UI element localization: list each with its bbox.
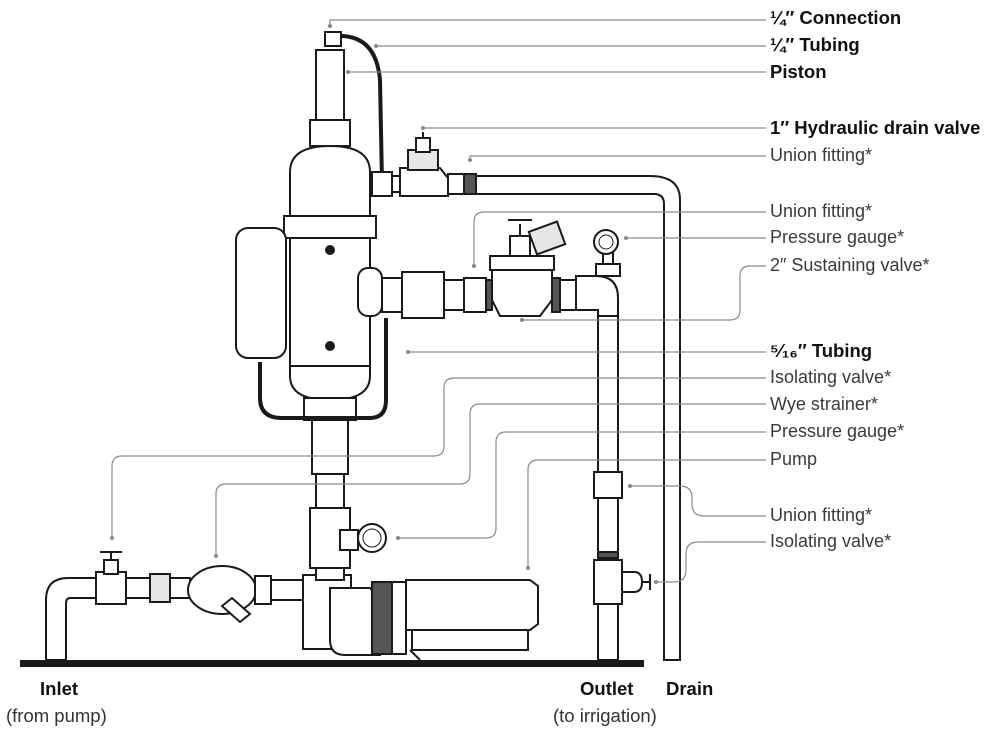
label-pressure-gauge-1: Pressure gauge* bbox=[770, 227, 905, 247]
inlet-pipe bbox=[45, 571, 191, 661]
wye-strainer-body bbox=[187, 565, 306, 624]
inlet-label: Inlet bbox=[40, 678, 79, 699]
outlet-manifold bbox=[381, 219, 619, 319]
inlet-isolating-valve bbox=[100, 551, 122, 575]
riser-pipe bbox=[309, 419, 387, 581]
label-five-sixteenths-tubing: ⁵⁄₁₆″ Tubing bbox=[770, 340, 873, 361]
label-pump: Pump bbox=[770, 449, 818, 469]
label-piston: Piston bbox=[770, 61, 827, 82]
drain-label: Drain bbox=[666, 678, 714, 699]
filter-tank bbox=[235, 49, 383, 421]
label-quarter-inch-tubing: ¼″ Tubing bbox=[770, 34, 860, 55]
leader-lines bbox=[110, 19, 766, 584]
outlet-sub-label: (to irrigation) bbox=[553, 705, 657, 726]
label-isolating-valve-1: Isolating valve* bbox=[770, 367, 892, 387]
pump-body bbox=[302, 574, 539, 661]
ground-line bbox=[20, 660, 644, 667]
label-union-fitting-3: Union fitting* bbox=[770, 505, 873, 525]
outlet-label: Outlet bbox=[580, 678, 634, 699]
outlet-pipe bbox=[593, 315, 651, 661]
drain-pipe bbox=[475, 175, 681, 661]
outlet-pressure-gauge bbox=[593, 229, 621, 277]
label-wye-strainer: Wye strainer* bbox=[770, 394, 878, 414]
quarter-connection-fitting bbox=[324, 31, 342, 47]
label-union-fitting-2: Union fitting* bbox=[770, 201, 873, 221]
inlet-sub-label: (from pump) bbox=[6, 705, 107, 726]
label-isolating-valve-2: Isolating valve* bbox=[770, 531, 892, 551]
label-union-fitting-1: Union fitting* bbox=[770, 145, 873, 165]
label-pressure-gauge-2: Pressure gauge* bbox=[770, 421, 905, 441]
hydraulic-drain-valve-body bbox=[371, 132, 477, 197]
label-quarter-inch-connection: ¼″ Connection bbox=[770, 7, 902, 28]
label-sustaining-valve: 2″ Sustaining valve* bbox=[770, 255, 930, 275]
five-sixteenths-tubing-line bbox=[258, 318, 388, 420]
label-hydraulic-drain-valve: 1″ Hydraulic drain valve bbox=[770, 117, 981, 138]
